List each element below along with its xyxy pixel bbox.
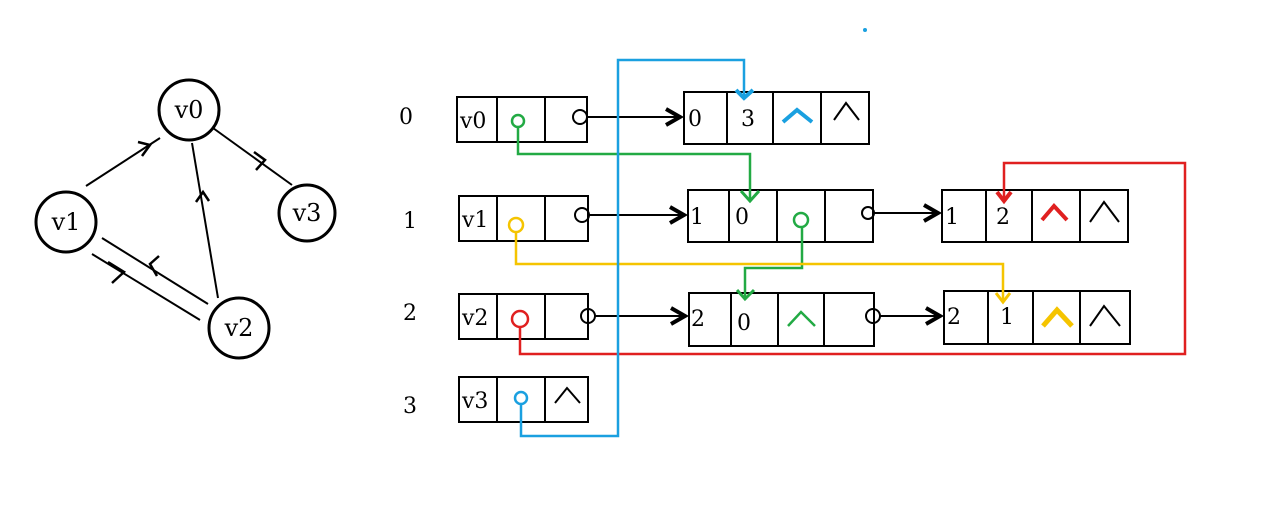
graph-node-v1: v1 (34, 190, 98, 254)
vertex-node-v0: v0 (456, 96, 588, 143)
edge-v2-v0 (191, 142, 219, 299)
node-label-v0: v0 (174, 96, 204, 124)
vertex-data-v2: v2 (461, 306, 488, 331)
null-symbol-icon (833, 101, 860, 121)
node-label-v3: v3 (292, 199, 322, 227)
graph-node-v0: v0 (157, 78, 221, 142)
vertex-node-v2: v2 (458, 293, 589, 340)
out-links (572, 110, 940, 323)
arc-node-2-1: 2 1 (943, 290, 1131, 345)
null-symbol-icon (787, 310, 816, 327)
row-indices: 0 1 2 3 (399, 105, 417, 419)
node-label-v1: v1 (51, 208, 81, 236)
vertex-data-v3: v3 (461, 389, 488, 414)
arc-tail-value: 1 (690, 205, 704, 230)
graph-node-v2: v2 (207, 296, 271, 360)
null-symbol-icon (1089, 304, 1121, 327)
graph-node-v3: v3 (277, 183, 337, 243)
arc-tail-value: 2 (691, 307, 705, 332)
vertex-data-v1: v1 (461, 208, 488, 233)
edge-v2-v1-arrowhead (148, 255, 160, 277)
arc-tail-value: 2 (947, 305, 961, 330)
vertex-node-v1: v1 (458, 195, 589, 242)
null-symbol-icon (1041, 306, 1074, 328)
row-index-3: 3 (403, 394, 417, 419)
in-links-v2 (510, 161, 1187, 356)
edge-v1-v2 (91, 253, 201, 321)
null-symbol-icon (1040, 202, 1069, 222)
arc-nodes: 0 3 1 0 1 2 (683, 91, 1131, 347)
vertex-table: v0 v1 v2 v3 (456, 96, 589, 423)
arc-tail-value: 0 (688, 107, 702, 132)
null-symbol-icon (1089, 200, 1120, 223)
vertex-data-v0: v0 (459, 109, 486, 134)
in-links-v0 (510, 113, 810, 302)
arc-tail-value: 1 (945, 205, 959, 230)
in-links-v3 (513, 58, 755, 438)
arc-head-value: 0 (735, 205, 749, 230)
null-symbol-icon (781, 107, 814, 124)
row-index-2: 2 (403, 301, 417, 326)
edge-v1-v2-arrowhead (107, 260, 127, 284)
edge-v0-v3-arrowhead (253, 150, 267, 171)
arc-node-0-3: 0 3 (683, 91, 870, 145)
in-links-v1 (507, 216, 1012, 305)
node-label-v2: v2 (224, 314, 254, 342)
edge-v0-v3 (212, 127, 293, 186)
arc-head-value: 2 (996, 205, 1010, 230)
stray-dot (863, 28, 867, 32)
arc-node-2-0: 2 0 (688, 292, 875, 347)
arc-head-value: 3 (741, 107, 755, 132)
arc-node-1-2: 1 2 (941, 189, 1129, 243)
directed-graph: v0 v1 v3 v2 (34, 78, 337, 360)
row-index-1: 1 (403, 209, 417, 234)
arc-head-value: 0 (737, 311, 751, 336)
arc-node-1-0: 1 0 (687, 189, 874, 243)
edge-v1-v0 (85, 137, 161, 187)
vertex-node-v3: v3 (458, 376, 589, 423)
edge-v2-v0-arrowhead (194, 189, 211, 203)
null-symbol-icon (554, 386, 581, 404)
arc-head-value: 1 (1000, 305, 1014, 330)
edge-v1-v0-arrowhead (137, 140, 153, 157)
row-index-0: 0 (399, 105, 413, 130)
